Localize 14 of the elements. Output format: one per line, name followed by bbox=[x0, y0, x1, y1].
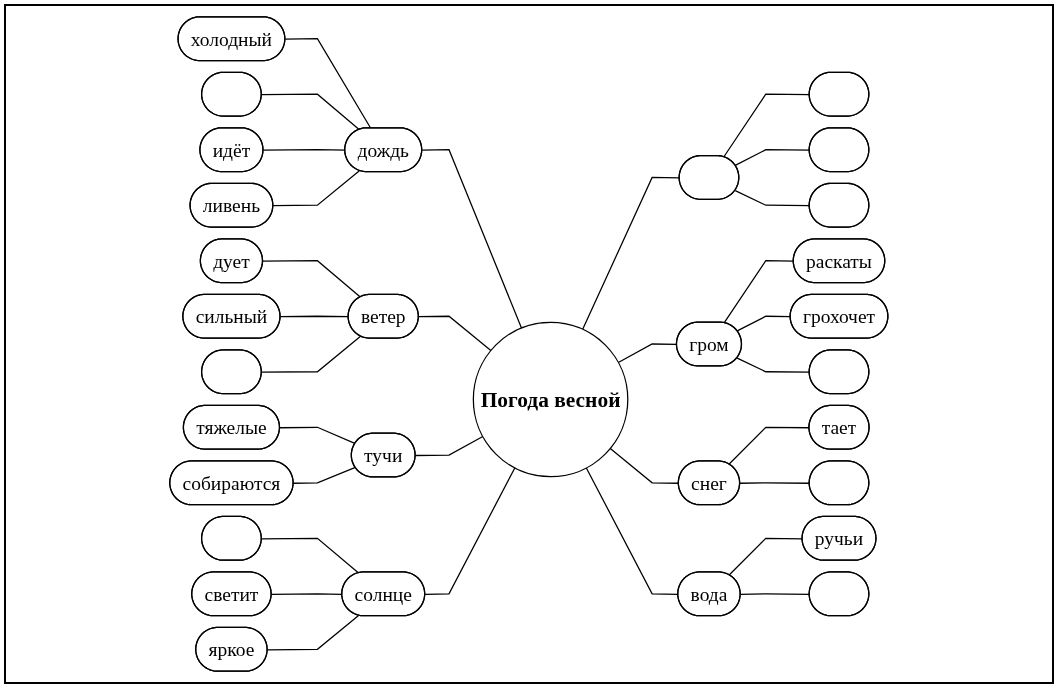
connector bbox=[261, 93, 361, 131]
connector bbox=[418, 315, 492, 352]
connector bbox=[267, 614, 360, 651]
connector bbox=[272, 170, 361, 207]
connector bbox=[415, 435, 484, 457]
connector bbox=[424, 467, 516, 595]
connector bbox=[279, 426, 357, 445]
connector bbox=[284, 38, 372, 129]
node-circle bbox=[472, 321, 629, 478]
connector bbox=[262, 260, 362, 298]
connector bbox=[421, 149, 523, 329]
connector bbox=[261, 335, 362, 373]
connector bbox=[261, 537, 360, 574]
diagram-frame: холодный идёт раскаты дождь гром грохочет ливень дует Погода весной ветер снег сильный тает вода тучи тяжелые ручьи солнце собираются светит яркое bbox=[4, 4, 1054, 684]
